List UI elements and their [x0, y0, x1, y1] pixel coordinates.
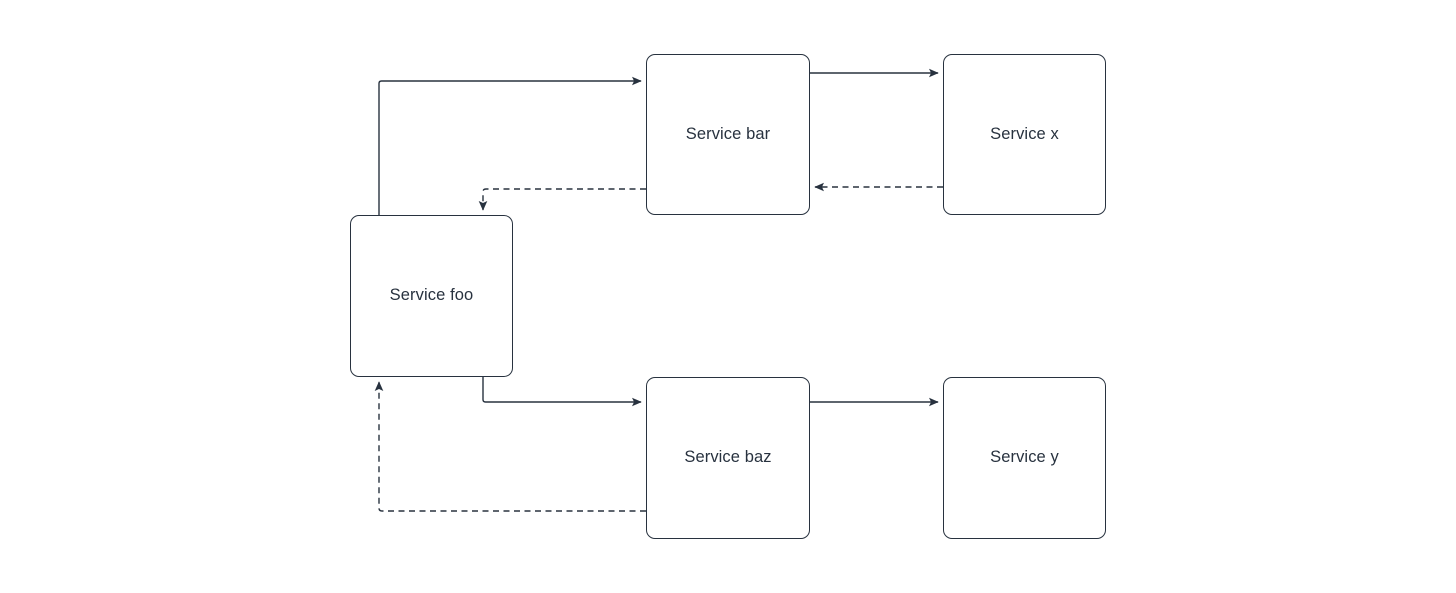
edge-foo-to-baz [482, 377, 642, 407]
node-label-service-y: Service y [990, 448, 1059, 467]
node-service-y[interactable]: Service y [943, 377, 1106, 539]
node-service-bar[interactable]: Service bar [646, 54, 810, 215]
node-label-service-baz: Service baz [684, 448, 772, 467]
node-service-baz[interactable]: Service baz [646, 377, 810, 539]
node-label-service-foo: Service foo [389, 286, 474, 305]
edge-foo-to-bar [378, 76, 642, 215]
node-service-x[interactable]: Service x [943, 54, 1106, 215]
edge-bar-to-foo [478, 188, 646, 211]
node-label-service-x: Service x [990, 124, 1059, 143]
node-label-service-bar: Service bar [685, 124, 771, 143]
node-service-foo[interactable]: Service foo [350, 215, 513, 377]
edge-baz-to-foo [374, 381, 646, 512]
